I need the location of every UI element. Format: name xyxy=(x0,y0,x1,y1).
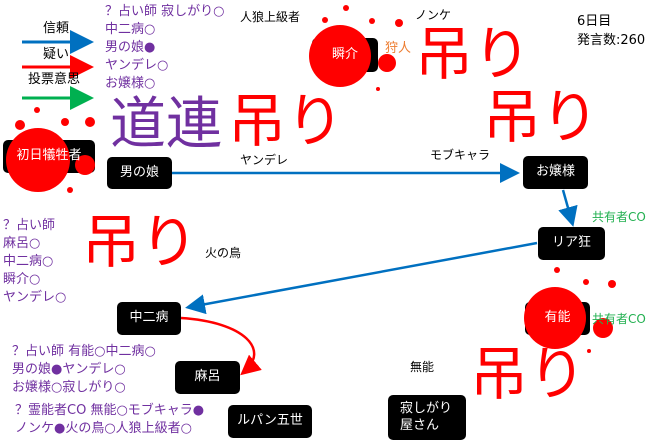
legend-vote-label: 投票意思 xyxy=(28,72,81,87)
role-coowner-riakyou: 共有者CO xyxy=(592,210,646,224)
post-count: 発言数:260 xyxy=(577,33,646,48)
trust-arrow-ojousama-riakyou xyxy=(558,189,578,227)
result-line: ヤンデレ○ xyxy=(105,58,169,73)
player-shunsuke-label: 瞬介 xyxy=(331,46,358,62)
result-line: お嬢様○ xyxy=(105,76,156,91)
hanged-mark: 吊り xyxy=(415,20,532,88)
result-line: 中二病○ xyxy=(105,22,156,37)
player-first-victim-label: 初日犠牲者 xyxy=(16,148,82,164)
result-line: ？占い師 xyxy=(3,218,56,233)
result-line: 中二病○ xyxy=(3,254,54,269)
player-hinotori-label: 火の鳥 xyxy=(205,246,242,260)
player-mobchara-label: モブキャラ xyxy=(430,148,491,162)
role-hunter: 狩人 xyxy=(385,41,412,56)
result-line: ？霊能者CO 無能○モブキャラ● xyxy=(15,403,205,418)
player-riakyou[interactable]: リア狂 xyxy=(538,227,605,260)
player-nonke-label: ノンケ xyxy=(415,8,452,22)
player-maro[interactable]: 麻呂 xyxy=(175,361,240,394)
player-munou-label: 無能 xyxy=(410,360,435,374)
player-otokonoko[interactable]: 男の娘 xyxy=(107,157,172,189)
hanged-mark: 吊り xyxy=(82,208,199,276)
player-chuunibyou[interactable]: 中二病 xyxy=(117,302,181,335)
role-coowner-yuunou: 共有者CO xyxy=(592,312,646,326)
player-jinrou-label: 人狼上級者 xyxy=(240,10,301,24)
seer-result-3: ？占い師 有能○中二病○ 男の娘●ヤンデレ○ お嬢様○寂しがり○ xyxy=(12,343,156,397)
day-counter: 6日目 xyxy=(577,14,612,29)
seer-result-1: ？占い師 寂しがり○ 中二病○ 男の娘● ヤンデレ○ お嬢様○ xyxy=(105,3,224,93)
result-line: ヤンデレ○ xyxy=(3,290,67,305)
medium-result: ？霊能者CO 無能○モブキャラ● ノンケ●火の鳥○人狼上級者○ xyxy=(15,402,204,438)
player-yuunou-label: 有能 xyxy=(544,310,571,326)
result-line: お嬢様○寂しがり○ xyxy=(12,380,126,395)
player-yandere-label: ヤンデレ xyxy=(240,153,289,167)
result-line: 瞬介○ xyxy=(3,272,41,287)
result-line: 麻呂○ xyxy=(3,236,41,251)
legend-trust-label: 信頼 xyxy=(43,21,70,36)
doubt-arrow-chuunibyou-maro xyxy=(180,316,262,376)
legend-doubt-label: 疑い xyxy=(43,47,70,62)
player-lupin[interactable]: ルパン五世 xyxy=(228,405,312,438)
player-ojousama[interactable]: お嬢様 xyxy=(523,156,588,189)
seer-result-2: ？占い師 麻呂○ 中二病○ 瞬介○ ヤンデレ○ xyxy=(3,217,66,307)
trust-arrow-riakyou-chuunibyou xyxy=(185,241,538,315)
result-line: ノンケ●火の鳥○人狼上級者○ xyxy=(15,421,193,436)
hanged-mark: 吊り xyxy=(470,340,587,408)
michizure-mark: 道連 xyxy=(110,92,222,157)
result-line: 男の娘●ヤンデレ○ xyxy=(12,362,126,377)
hanged-mark: 吊り xyxy=(483,83,600,151)
result-line: ？占い師 有能○中二病○ xyxy=(12,344,156,359)
player-sabishigari[interactable]: 寂しがり 屋さん xyxy=(388,395,466,440)
hanged-mark: 吊り xyxy=(228,87,345,155)
result-line: 男の娘● xyxy=(105,40,156,55)
result-line: ？占い師 寂しがり○ xyxy=(105,4,225,19)
